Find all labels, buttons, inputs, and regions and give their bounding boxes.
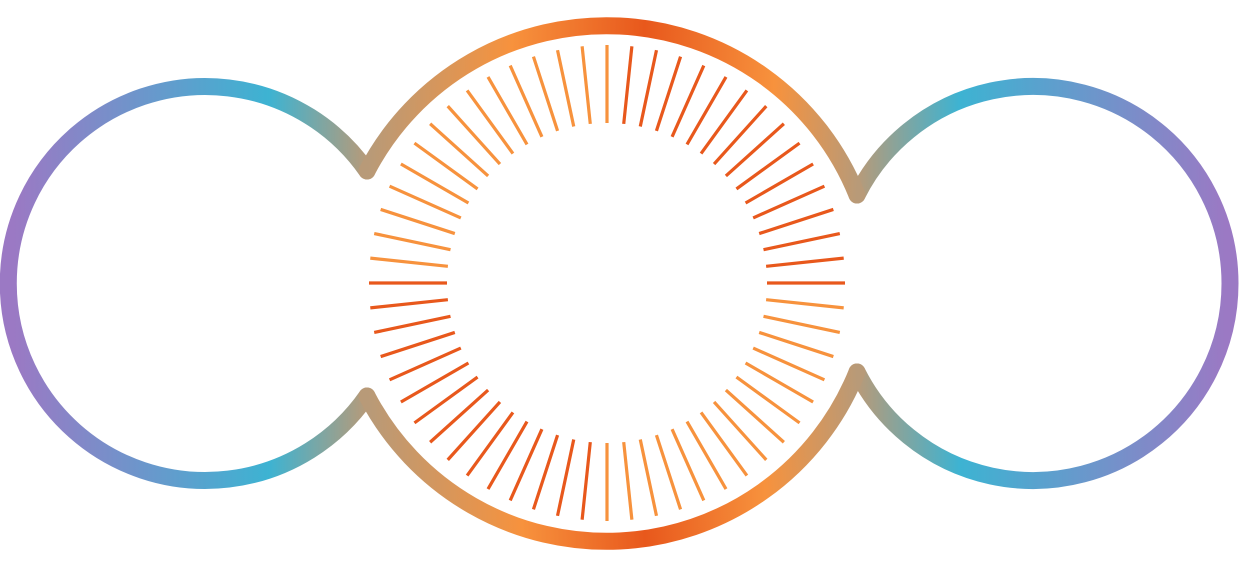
sunburst-ray [370,256,449,268]
sunburst-ray [654,434,683,510]
sunburst-ray [712,400,768,461]
sunburst-ray [752,346,826,382]
sunburst-ray [622,441,634,520]
sunburst-ray [670,64,706,138]
sunburst-ray [465,89,515,155]
sunburst-ray [638,49,659,127]
sunburst-ray [388,346,462,382]
sunburst-ray [758,330,834,359]
sunburst-ray [380,330,456,359]
sunburst-ray [380,207,456,236]
sunburst-ray [486,420,529,490]
sunburst-ray [429,122,490,178]
sunburst-ray [638,439,659,517]
sunburst-ray [670,428,706,502]
center-circle-bottom-outline [358,363,866,550]
sunburst-ray [508,64,544,138]
sunburst-ray [763,314,841,335]
sunburst-ray [580,46,592,125]
sunburst-ray [508,428,544,502]
sunburst-ray [580,441,592,520]
sunburst-ray [712,105,768,166]
sunburst-ray [446,105,502,166]
sunburst-ray [531,434,560,510]
sunburst-ray [555,49,576,127]
right-circle-outline [848,78,1239,489]
sunburst-ray [446,400,502,461]
sunburst-ray [465,411,515,477]
sunburst-ray [744,361,814,404]
sunburst-ray [555,439,576,517]
sunburst-ray [373,314,451,335]
sunburst-ray [699,89,749,155]
sunburst-ray [765,298,844,310]
left-circle-outline [0,78,376,489]
sunburst-ray [685,420,728,490]
sunburst-ray [763,231,841,252]
sunburst-ray [373,231,451,252]
sunburst-ray [413,141,479,191]
sunburst-ray [622,46,634,125]
sunburst-ray [765,256,844,268]
sunburst-ray [752,184,826,220]
sunburst-ray [388,184,462,220]
sunburst-ray [400,361,470,404]
sunburst-ray [735,141,801,191]
sunburst-ray [429,388,490,444]
sunburst-ray [758,207,834,236]
sunburst-ray [744,162,814,205]
sunburst-ray-ring [369,45,845,521]
sunburst-ray [400,162,470,205]
sunburst-ray [724,388,785,444]
center-circle-top-outline [358,17,866,204]
sunburst-ray [724,122,785,178]
sunburst-ray [531,56,560,132]
sunburst-ray [486,76,529,146]
sunburst-ray [413,375,479,425]
sunburst-ray [735,375,801,425]
sunburst-ray [699,411,749,477]
sunburst-ray [654,56,683,132]
sunburst-ray [370,298,449,310]
sunburst-ray [685,76,728,146]
